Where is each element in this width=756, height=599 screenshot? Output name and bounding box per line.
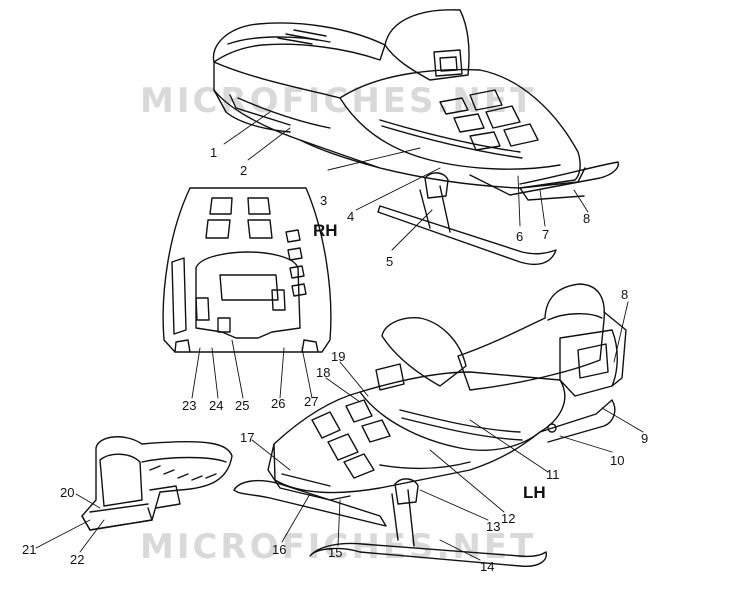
callout-1: 1 (210, 145, 218, 160)
callout-9: 9 (641, 431, 649, 446)
callout-12: 12 (501, 511, 516, 526)
callout-25: 25 (235, 398, 250, 413)
callout-24: 24 (209, 398, 224, 413)
callout-19: 19 (331, 349, 346, 364)
callout-14: 14 (480, 559, 495, 574)
callout-23: 23 (182, 398, 197, 413)
callout-2: 2 (240, 163, 248, 178)
callout-18: 18 (316, 365, 331, 380)
rh-label: RH (313, 221, 338, 240)
callout-13: 13 (486, 519, 501, 534)
watermark-bottom: MICROFICHES.NET (140, 527, 537, 567)
callout-16: 16 (272, 542, 287, 557)
callout-15: 15 (328, 545, 343, 560)
seat-detail (81, 436, 233, 531)
callout-6: 6 (516, 229, 524, 244)
callout-8-lh: 8 (621, 287, 629, 302)
rh-hood-detail (162, 187, 332, 353)
callout-22: 22 (70, 552, 85, 567)
callout-26: 26 (271, 396, 286, 411)
callout-10: 10 (610, 453, 625, 468)
callout-5: 5 (386, 254, 394, 269)
leader-lines (35, 111, 644, 561)
callout-7: 7 (542, 227, 550, 242)
callout-27: 27 (304, 394, 319, 409)
watermark-top: MICROFICHES.NET (140, 81, 537, 121)
callout-20: 20 (60, 485, 75, 500)
lh-snowmobile (233, 283, 627, 568)
callout-21: 21 (22, 542, 37, 557)
callout-3: 3 (320, 193, 328, 208)
lh-label: LH (523, 483, 546, 502)
callout-8-rh: 8 (583, 211, 591, 226)
callout-17: 17 (240, 430, 255, 445)
callout-11: 11 (546, 467, 560, 482)
callout-4: 4 (347, 209, 355, 224)
rh-snowmobile (212, 9, 619, 266)
